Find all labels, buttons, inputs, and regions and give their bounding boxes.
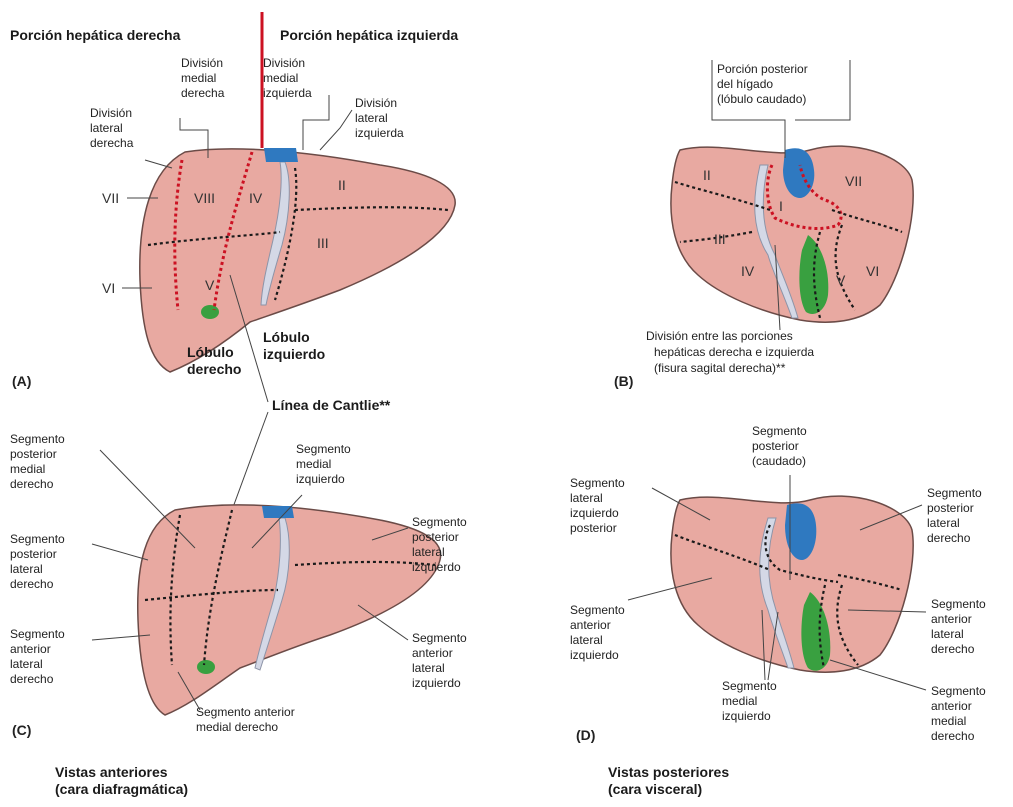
caption-c: Vistas anteriores (cara diafragmática) xyxy=(55,764,188,797)
label-c-ant-medial-right: Segmento anterior medial derecho xyxy=(196,705,298,734)
seg-b-iii: III xyxy=(714,231,726,247)
seg-b-ii: II xyxy=(703,167,711,183)
seg-b-vi: VI xyxy=(866,263,879,279)
label-c-post-medial-right: Segmento posterior medial derecho xyxy=(10,432,68,491)
leader-a-2 xyxy=(303,95,329,150)
panel-d: Segmento posterior (caudado) Segmento la… xyxy=(570,424,989,797)
label-linea-cantlie: Línea de Cantlie** xyxy=(272,397,391,413)
seg-b-iv: IV xyxy=(741,263,755,279)
label-d-ant-medial-right: Segmento anterior medial derecho xyxy=(931,684,989,743)
seg-b-v: V xyxy=(836,272,846,288)
seg-a-vi: VI xyxy=(102,280,115,296)
leader-c-1 xyxy=(100,450,195,548)
label-d-medial-left: Segmento medial izquierdo xyxy=(722,679,780,723)
label-div-lateral-derecha: División lateral derecha xyxy=(90,106,135,150)
label-d-ant-lat-left: Segmento anterior lateral izquierdo xyxy=(570,603,628,662)
label-c-ant-lateral-right: Segmento anterior lateral derecho xyxy=(10,627,68,686)
caption-d: Vistas posteriores (cara visceral) xyxy=(608,764,733,797)
label-d-lat-left-post: Segmento lateral izquierdo posterior xyxy=(570,476,628,535)
seg-b-i: I xyxy=(779,198,783,214)
panel-a-tag: (A) xyxy=(12,373,31,389)
label-c-medial-left: Segmento medial izquierdo xyxy=(296,442,354,486)
label-porcion-derecha: Porción hepática derecha xyxy=(10,27,181,43)
leader-d-7 xyxy=(830,660,926,690)
panel-a: Porción hepática derecha Porción hepátic… xyxy=(10,12,458,389)
label-c-post-lateral-right: Segmento posterior lateral derecho xyxy=(10,532,68,591)
panel-b-tag: (B) xyxy=(614,373,633,389)
seg-a-viii: VIII xyxy=(194,190,215,206)
label-lobulo-izquierdo: Lóbulo izquierdo xyxy=(263,329,325,362)
seg-a-v: V xyxy=(205,277,215,293)
ivc-a xyxy=(264,148,298,162)
leader-cantlie-down xyxy=(232,412,268,510)
label-d-ant-lat-right: Segmento anterior lateral derecho xyxy=(931,597,989,656)
label-div-medial-izquierda: División medial izquierda xyxy=(263,56,312,100)
ivc-c xyxy=(262,506,294,518)
seg-a-iii: III xyxy=(317,235,329,251)
seg-a-vii: VII xyxy=(102,190,119,206)
label-porcion-posterior: Porción posterior del hígado (lóbulo cau… xyxy=(717,62,811,106)
seg-a-ii: II xyxy=(338,177,346,193)
label-division-note: División entre las porciones hepáticas d… xyxy=(646,329,817,375)
panel-b: Porción posterior del hígado (lóbulo cau… xyxy=(614,60,913,389)
label-lobulo-derecho: Lóbulo derecho xyxy=(187,344,241,377)
label-c-ant-lateral-left: Segmento anterior lateral izquierdo xyxy=(412,631,470,690)
label-div-medial-derecha: División medial derecha xyxy=(181,56,226,100)
seg-a-iv: IV xyxy=(249,190,263,206)
label-d-posterior-caudate: Segmento posterior (caudado) xyxy=(752,424,810,468)
leader-c-2 xyxy=(92,544,148,560)
panel-d-tag: (D) xyxy=(576,727,595,743)
panel-c-tag: (C) xyxy=(12,722,31,738)
label-c-post-lateral-left: Segmento posterior lateral izquierdo xyxy=(412,515,470,574)
seg-b-vii: VII xyxy=(845,173,862,189)
gallbladder-c xyxy=(197,660,215,674)
label-div-lateral-izquierda: División lateral izquierda xyxy=(355,96,404,140)
label-d-post-lat-right: Segmento posterior lateral derecho xyxy=(927,486,985,545)
leader-a-3 xyxy=(320,110,352,150)
label-porcion-izquierda: Porción hepática izquierda xyxy=(280,27,458,43)
gallbladder-a xyxy=(201,305,219,319)
